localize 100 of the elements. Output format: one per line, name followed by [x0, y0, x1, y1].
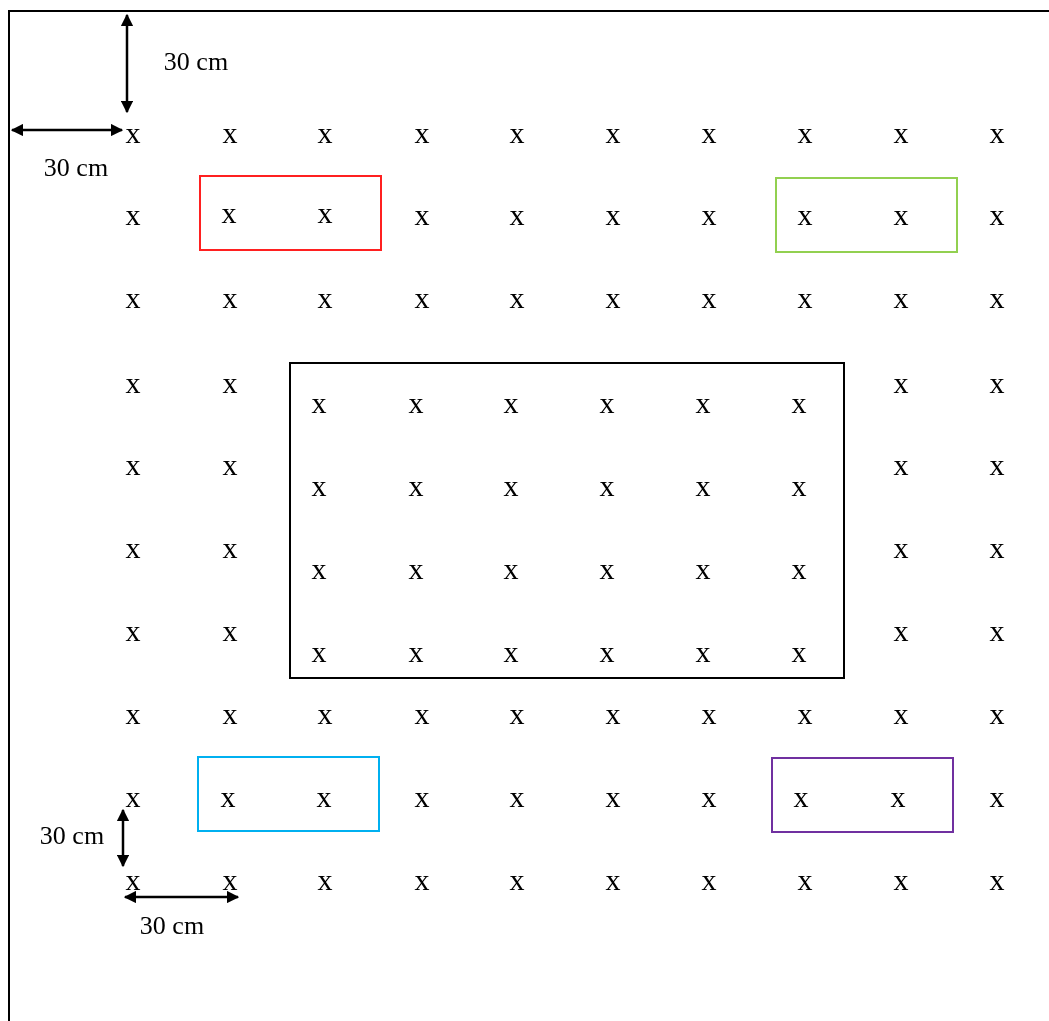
plant-mark: x: [893, 368, 909, 398]
sample-plot-box: [775, 177, 958, 253]
plant-mark: x: [221, 198, 237, 228]
plant-mark: x: [125, 699, 141, 729]
central-plot-box: [289, 362, 845, 679]
plant-mark: x: [503, 388, 519, 418]
plant-mark: x: [793, 782, 809, 812]
plant-mark: x: [317, 865, 333, 895]
plant-mark: x: [125, 616, 141, 646]
plant-mark: x: [125, 533, 141, 563]
plant-mark: x: [509, 118, 525, 148]
plant-mark: x: [695, 471, 711, 501]
plant-mark: x: [509, 865, 525, 895]
plant-mark: x: [989, 616, 1005, 646]
plant-mark: x: [125, 368, 141, 398]
plant-mark: x: [989, 533, 1005, 563]
plant-mark: x: [695, 554, 711, 584]
plant-mark: x: [701, 865, 717, 895]
plant-mark: x: [509, 200, 525, 230]
plant-mark: x: [317, 699, 333, 729]
plant-mark: x: [311, 637, 327, 667]
plant-mark: x: [605, 699, 621, 729]
plant-mark: x: [893, 616, 909, 646]
plant-mark: x: [509, 283, 525, 313]
plant-mark: x: [893, 118, 909, 148]
plant-mark: x: [414, 118, 430, 148]
plant-mark: x: [701, 118, 717, 148]
plant-mark: x: [125, 865, 141, 895]
plant-mark: x: [125, 200, 141, 230]
plant-mark: x: [599, 554, 615, 584]
plant-mark: x: [893, 699, 909, 729]
plant-mark: x: [605, 782, 621, 812]
plant-mark: x: [605, 200, 621, 230]
sample-plot-box: [771, 757, 954, 833]
plant-mark: x: [414, 782, 430, 812]
plant-mark: x: [503, 471, 519, 501]
dimension-label: 30 cm: [139, 913, 205, 939]
plant-mark: x: [893, 450, 909, 480]
plant-mark: x: [989, 368, 1005, 398]
plant-mark: x: [701, 782, 717, 812]
plant-mark: x: [408, 388, 424, 418]
plant-mark: x: [125, 118, 141, 148]
plant-mark: x: [125, 450, 141, 480]
plant-mark: x: [989, 200, 1005, 230]
plant-mark: x: [989, 699, 1005, 729]
plant-mark: x: [503, 637, 519, 667]
plant-mark: x: [797, 699, 813, 729]
plant-mark: x: [893, 865, 909, 895]
plant-mark: x: [408, 637, 424, 667]
plant-mark: x: [222, 283, 238, 313]
plant-mark: x: [222, 450, 238, 480]
plant-mark: x: [791, 554, 807, 584]
plant-mark: x: [791, 471, 807, 501]
dimension-label: 30 cm: [39, 823, 105, 849]
plant-mark: x: [222, 368, 238, 398]
plant-mark: x: [989, 450, 1005, 480]
plant-mark: x: [222, 616, 238, 646]
sample-plot-box: [199, 175, 382, 251]
plant-mark: x: [797, 118, 813, 148]
dimension-label: 30 cm: [163, 49, 229, 75]
plant-mark: x: [509, 782, 525, 812]
plant-mark: x: [605, 283, 621, 313]
plant-mark: x: [317, 283, 333, 313]
plant-mark: x: [599, 637, 615, 667]
plant-mark: x: [317, 118, 333, 148]
plant-mark: x: [408, 471, 424, 501]
plant-mark: x: [220, 782, 236, 812]
plant-mark: x: [414, 200, 430, 230]
plant-mark: x: [791, 637, 807, 667]
plant-mark: x: [701, 699, 717, 729]
plant-mark: x: [222, 699, 238, 729]
plant-mark: x: [989, 865, 1005, 895]
plant-mark: x: [989, 283, 1005, 313]
plant-mark: x: [893, 533, 909, 563]
plant-mark: x: [599, 388, 615, 418]
plant-mark: x: [695, 637, 711, 667]
plant-mark: x: [605, 865, 621, 895]
plant-mark: x: [599, 471, 615, 501]
plant-mark: x: [414, 699, 430, 729]
plant-mark: x: [797, 200, 813, 230]
plant-mark: x: [893, 283, 909, 313]
plant-mark: x: [311, 388, 327, 418]
plant-mark: x: [989, 118, 1005, 148]
plant-mark: x: [316, 782, 332, 812]
dimension-label: 30 cm: [43, 155, 109, 181]
plant-mark: x: [701, 200, 717, 230]
plant-mark: x: [797, 283, 813, 313]
plant-mark: x: [893, 200, 909, 230]
plant-mark: x: [695, 388, 711, 418]
plant-mark: x: [408, 554, 424, 584]
plant-mark: x: [509, 699, 525, 729]
plant-mark: x: [311, 471, 327, 501]
plant-mark: x: [797, 865, 813, 895]
plant-mark: x: [989, 782, 1005, 812]
plant-mark: x: [311, 554, 327, 584]
plant-mark: x: [125, 283, 141, 313]
plant-mark: x: [605, 118, 621, 148]
plant-mark: x: [791, 388, 807, 418]
plant-mark: x: [414, 865, 430, 895]
plant-mark: x: [317, 198, 333, 228]
